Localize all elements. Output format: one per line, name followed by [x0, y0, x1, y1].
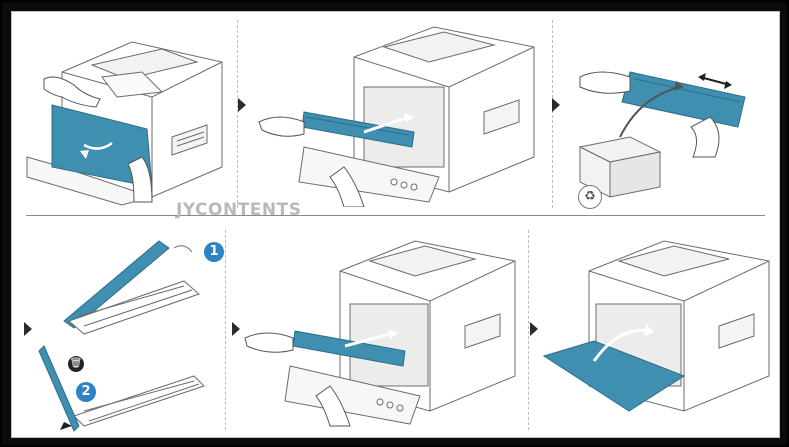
divider-bottom-2 [528, 230, 529, 430]
next-step-arrow [552, 98, 560, 112]
next-step-arrow [238, 98, 246, 112]
step-shake-cartridge-illustration: ♻ [560, 17, 770, 212]
step-remove-protective-film-illustration: 1 2 🗑 [34, 226, 224, 436]
instruction-sheet: ♻ JYCONTENTS 1 2 🗑 [11, 11, 780, 438]
trash-icon: 🗑 [68, 356, 84, 372]
step-remove-cartridge-illustration [244, 17, 549, 207]
next-step-arrow [530, 322, 538, 336]
recycle-icon: ♻ [578, 185, 602, 209]
watermark-text: JYCONTENTS [176, 200, 302, 220]
step-number-badge: 1 [204, 242, 224, 262]
divider-top-2 [552, 20, 553, 208]
step-number-badge: 2 [76, 382, 96, 402]
next-step-arrow [24, 322, 32, 336]
step-close-cover-illustration [534, 226, 774, 436]
step-open-cover-illustration [22, 17, 232, 207]
next-step-arrow [232, 322, 240, 336]
divider-bottom-1 [225, 230, 226, 430]
divider-top-1 [237, 20, 238, 208]
row-divider [26, 215, 765, 216]
step-insert-cartridge-illustration [230, 226, 525, 436]
